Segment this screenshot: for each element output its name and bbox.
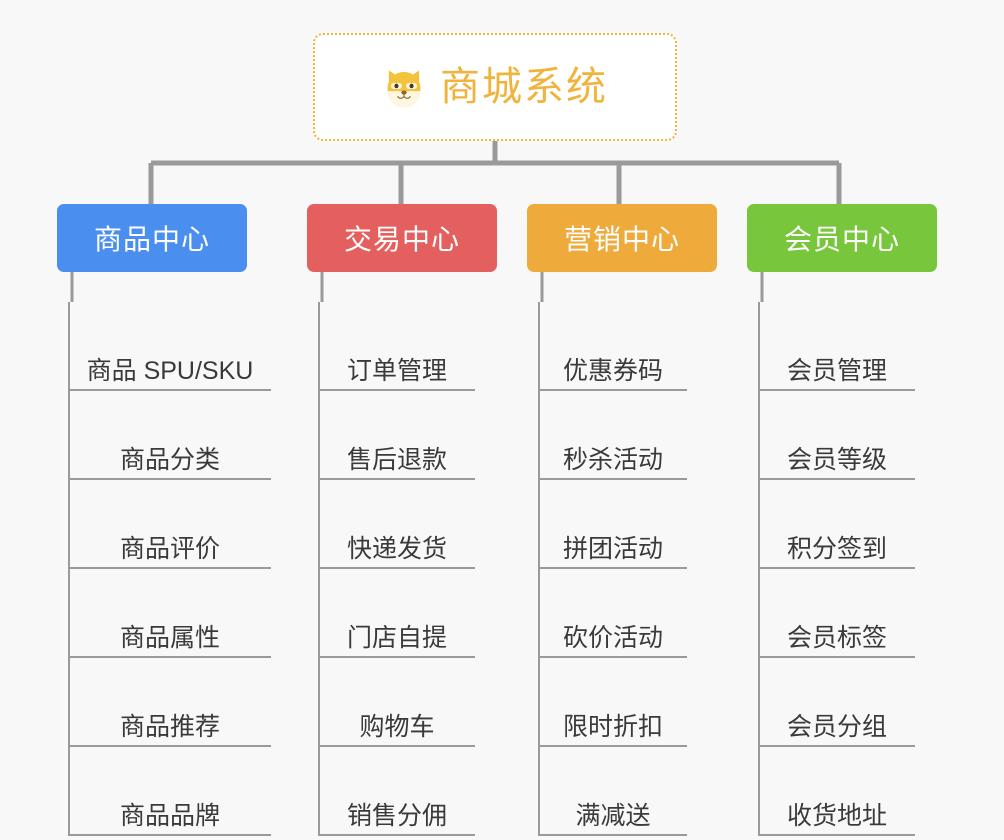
leaf-item[interactable]: 会员管理 <box>759 302 915 391</box>
leaf-item[interactable]: 会员分组 <box>759 658 915 747</box>
leaf-label: 会员标签 <box>786 623 887 652</box>
dog-face-icon <box>382 65 426 109</box>
branch-title-1: 商品中心 <box>93 224 210 255</box>
leaf-label: 拼团活动 <box>562 534 663 563</box>
branch-header-2[interactable]: 交易中心 <box>307 204 497 272</box>
branch-header-1[interactable]: 商品中心 <box>57 204 247 272</box>
leaf-label: 会员管理 <box>786 356 887 385</box>
leaf-label: 销售分佣 <box>346 801 447 830</box>
leaf-label: 购物车 <box>359 712 435 741</box>
leaf-label: 商品推荐 <box>119 712 220 741</box>
leaf-label: 商品属性 <box>119 623 220 652</box>
leaf-item[interactable]: 优惠券码 <box>539 302 687 391</box>
branch-leaf-list-3: 优惠券码 秒杀活动 拼团活动 砍价活动 限时折扣 满减送 <box>527 302 687 836</box>
branch-column-3: 营销中心 优惠券码 秒杀活动 拼团活动 砍价活动 限时折扣 满减送 <box>527 204 717 836</box>
leaf-item[interactable]: 订单管理 <box>319 302 475 391</box>
leaf-item[interactable]: 商品品牌 <box>69 747 271 836</box>
leaf-item[interactable]: 商品评价 <box>69 480 271 569</box>
branch-header-4[interactable]: 会员中心 <box>747 204 937 272</box>
leaf-label: 商品 SPU/SKU <box>86 356 254 385</box>
branch-title-3: 营销中心 <box>563 224 680 255</box>
root-node[interactable]: 商城系统 <box>313 33 677 141</box>
leaf-item[interactable]: 限时折扣 <box>539 658 687 747</box>
leaf-label: 收货地址 <box>786 801 887 830</box>
leaf-label: 限时折扣 <box>562 712 663 741</box>
leaf-item[interactable]: 满减送 <box>539 747 687 836</box>
leaf-item[interactable]: 会员标签 <box>759 569 915 658</box>
leaf-label: 商品品牌 <box>119 801 220 830</box>
branch-column-1: 商品中心 商品 SPU/SKU 商品分类 商品评价 商品属性 商品推荐 商品品牌 <box>57 204 271 836</box>
leaf-label: 会员分组 <box>786 712 887 741</box>
branch-title-4: 会员中心 <box>783 224 900 255</box>
branch-leaf-list-4: 会员管理 会员等级 积分签到 会员标签 会员分组 收货地址 <box>747 302 915 836</box>
leaf-label: 订单管理 <box>346 356 447 385</box>
leaf-label: 售后退款 <box>346 445 447 474</box>
leaf-label: 会员等级 <box>786 445 887 474</box>
leaf-item[interactable]: 售后退款 <box>319 391 475 480</box>
leaf-item[interactable]: 商品 SPU/SKU <box>69 302 271 391</box>
leaf-item[interactable]: 商品属性 <box>69 569 271 658</box>
leaf-label: 满减送 <box>575 801 651 830</box>
branch-column-4: 会员中心 会员管理 会员等级 积分签到 会员标签 会员分组 收货地址 <box>747 204 937 836</box>
leaf-item[interactable]: 砍价活动 <box>539 569 687 658</box>
leaf-item[interactable]: 拼团活动 <box>539 480 687 569</box>
branch-title-2: 交易中心 <box>343 224 460 255</box>
leaf-label: 商品分类 <box>119 445 220 474</box>
leaf-item[interactable]: 积分签到 <box>759 480 915 569</box>
leaf-item[interactable]: 商品分类 <box>69 391 271 480</box>
leaf-item[interactable]: 秒杀活动 <box>539 391 687 480</box>
leaf-item[interactable]: 会员等级 <box>759 391 915 480</box>
leaf-spine-3 <box>538 302 540 836</box>
leaf-label: 砍价活动 <box>562 623 663 652</box>
branch-header-3[interactable]: 营销中心 <box>527 204 717 272</box>
leaf-label: 秒杀活动 <box>562 445 663 474</box>
branch-column-2: 交易中心 订单管理 售后退款 快递发货 门店自提 购物车 销售分佣 <box>307 204 497 836</box>
leaf-item[interactable]: 门店自提 <box>319 569 475 658</box>
leaf-item[interactable]: 商品推荐 <box>69 658 271 747</box>
leaf-label: 优惠券码 <box>562 356 663 385</box>
branch-leaf-list-1: 商品 SPU/SKU 商品分类 商品评价 商品属性 商品推荐 商品品牌 <box>57 302 271 836</box>
leaf-spine-1 <box>68 302 70 836</box>
leaf-item[interactable]: 收货地址 <box>759 747 915 836</box>
leaf-spine-2 <box>318 302 320 836</box>
leaf-label: 商品评价 <box>119 534 220 563</box>
leaf-label: 快递发货 <box>346 534 447 563</box>
root-title: 商城系统 <box>440 65 608 109</box>
leaf-label: 积分签到 <box>786 534 887 563</box>
leaf-item[interactable]: 快递发货 <box>319 480 475 569</box>
leaf-label: 门店自提 <box>346 623 447 652</box>
branch-leaf-list-2: 订单管理 售后退款 快递发货 门店自提 购物车 销售分佣 <box>307 302 475 836</box>
leaf-item[interactable]: 销售分佣 <box>319 747 475 836</box>
leaf-item[interactable]: 购物车 <box>319 658 475 747</box>
leaf-spine-4 <box>758 302 760 836</box>
